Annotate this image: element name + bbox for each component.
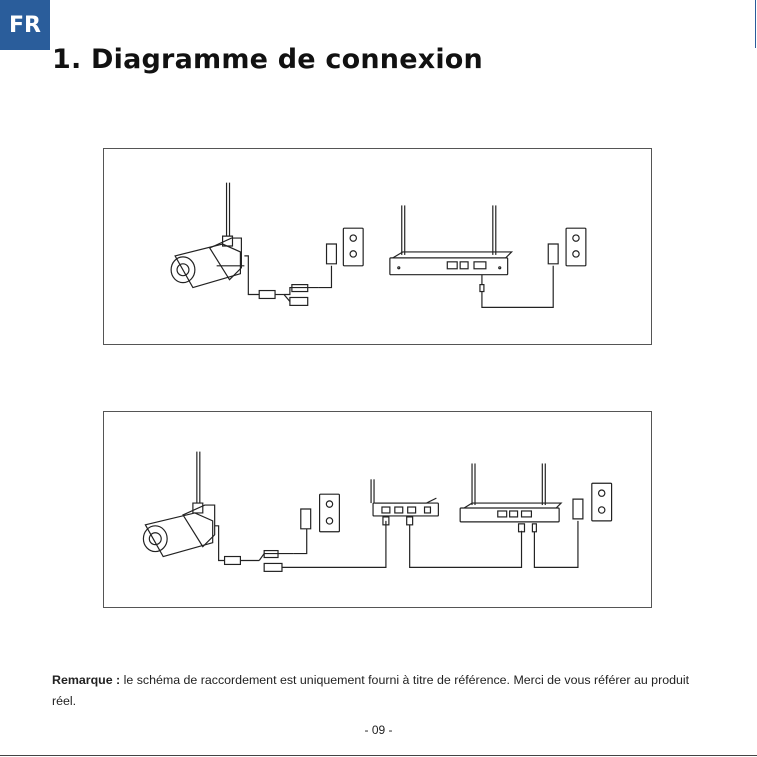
outlet-icon	[343, 228, 363, 266]
camera-icon	[171, 183, 244, 288]
router-icon	[371, 479, 438, 525]
diagram-router-connection	[103, 411, 652, 608]
note-label: Remarque :	[52, 673, 120, 687]
footer-line	[0, 755, 757, 756]
nvr-icon	[390, 205, 512, 274]
note: Remarque : le schéma de raccordement est…	[52, 670, 712, 712]
note-text: le schéma de raccordement est uniquement…	[52, 673, 689, 708]
edge-line	[755, 0, 757, 48]
nvr-icon	[460, 463, 561, 521]
camera-icon	[143, 452, 214, 557]
page-number: - 09 -	[0, 723, 757, 737]
language-badge: FR	[0, 0, 50, 50]
diagram-direct-connection	[103, 148, 652, 345]
page-title: 1. Diagramme de connexion	[52, 44, 483, 75]
